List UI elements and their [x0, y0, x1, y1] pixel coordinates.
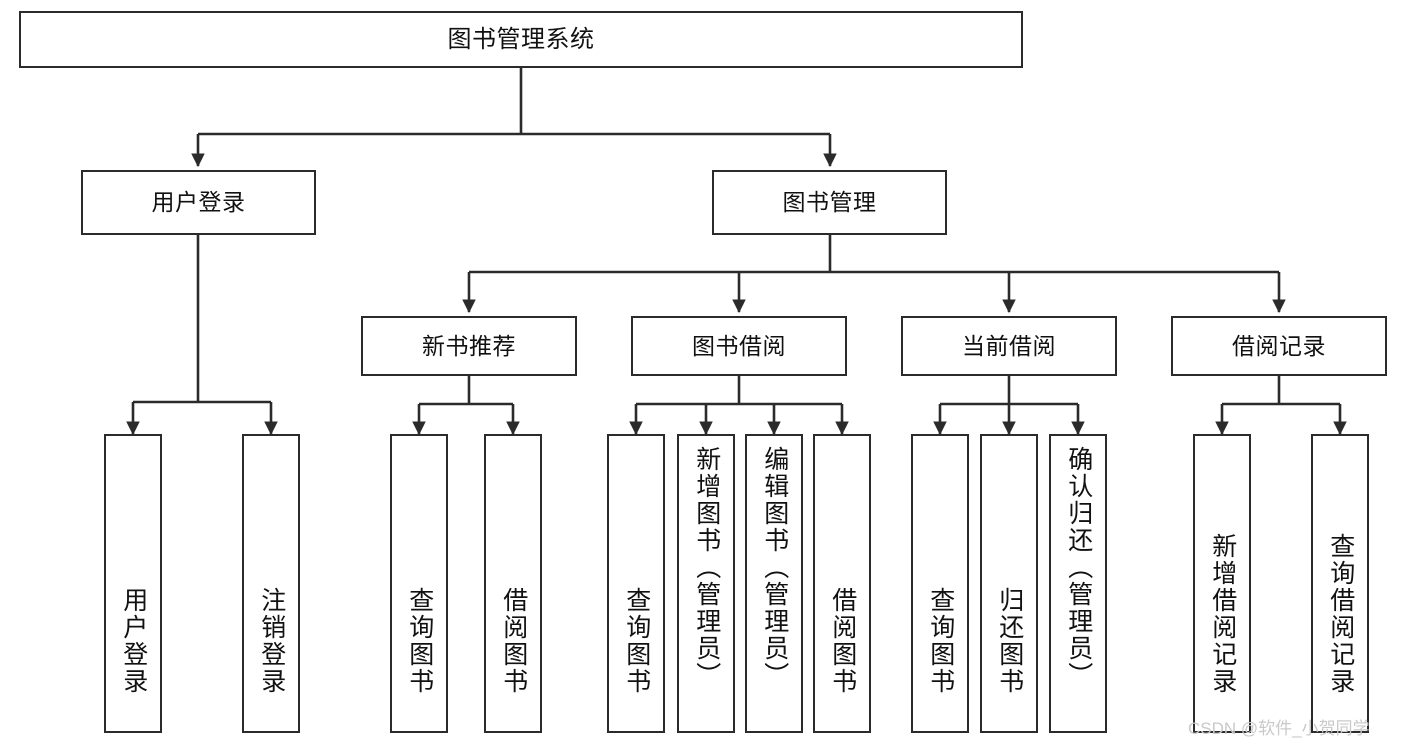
leaf-query-books-newbook[interactable]: 查询图书: [390, 434, 448, 733]
leaf-user-login[interactable]: 用户登录: [104, 434, 162, 733]
leaf-add-book-admin[interactable]: 新增图书（管理员）: [677, 434, 735, 733]
node-label: 新增借阅记录: [1208, 533, 1237, 695]
node-label: 查询图书: [622, 587, 651, 695]
node-current-borrowing[interactable]: 当前借阅: [901, 316, 1117, 376]
node-new-book-recommendation[interactable]: 新书推荐: [361, 316, 577, 376]
node-label: 新增图书（管理员）: [692, 446, 721, 689]
leaf-query-borrow-record[interactable]: 查询借阅记录: [1311, 434, 1369, 733]
node-label: 借阅图书: [499, 587, 528, 695]
leaf-borrow-books[interactable]: 借阅图书: [813, 434, 871, 733]
node-book-borrowing[interactable]: 图书借阅: [631, 316, 847, 376]
csdn-watermark: CSDN @软件_小贺同学: [1188, 719, 1370, 738]
node-label: 图书借阅: [692, 332, 786, 359]
leaf-edit-book-admin[interactable]: 编辑图书（管理员）: [745, 434, 803, 733]
node-label: 注销登录: [257, 587, 286, 695]
node-label: 图书管理系统: [447, 25, 595, 53]
node-label: 归还图书: [995, 587, 1024, 695]
node-label: 借阅记录: [1232, 332, 1326, 359]
node-label: 当前借阅: [962, 332, 1056, 359]
node-borrow-records[interactable]: 借阅记录: [1171, 316, 1387, 376]
leaf-add-borrow-record[interactable]: 新增借阅记录: [1193, 434, 1251, 733]
node-label: 用户登录: [151, 189, 246, 216]
leaf-return-books[interactable]: 归还图书: [980, 434, 1038, 733]
leaf-logout[interactable]: 注销登录: [242, 434, 300, 733]
node-label: 查询图书: [405, 587, 434, 695]
leaf-borrow-books-newbook[interactable]: 借阅图书: [484, 434, 542, 733]
node-label: 编辑图书（管理员）: [760, 446, 789, 689]
node-label: 新书推荐: [422, 332, 516, 359]
node-book-management[interactable]: 图书管理: [712, 170, 947, 235]
node-label: 图书管理: [782, 189, 877, 216]
node-label: 查询图书: [926, 587, 955, 695]
node-label: 用户登录: [119, 587, 148, 695]
leaf-query-books-borrow[interactable]: 查询图书: [607, 434, 665, 733]
node-label: 借阅图书: [828, 587, 857, 695]
node-root-book-management-system[interactable]: 图书管理系统: [19, 11, 1023, 68]
leaf-confirm-return-admin[interactable]: 确认归还（管理员）: [1049, 434, 1107, 733]
node-user-login[interactable]: 用户登录: [81, 170, 316, 235]
node-label: 查询借阅记录: [1326, 533, 1355, 695]
node-label: 确认归还（管理员）: [1064, 446, 1093, 689]
leaf-query-books-current[interactable]: 查询图书: [911, 434, 969, 733]
